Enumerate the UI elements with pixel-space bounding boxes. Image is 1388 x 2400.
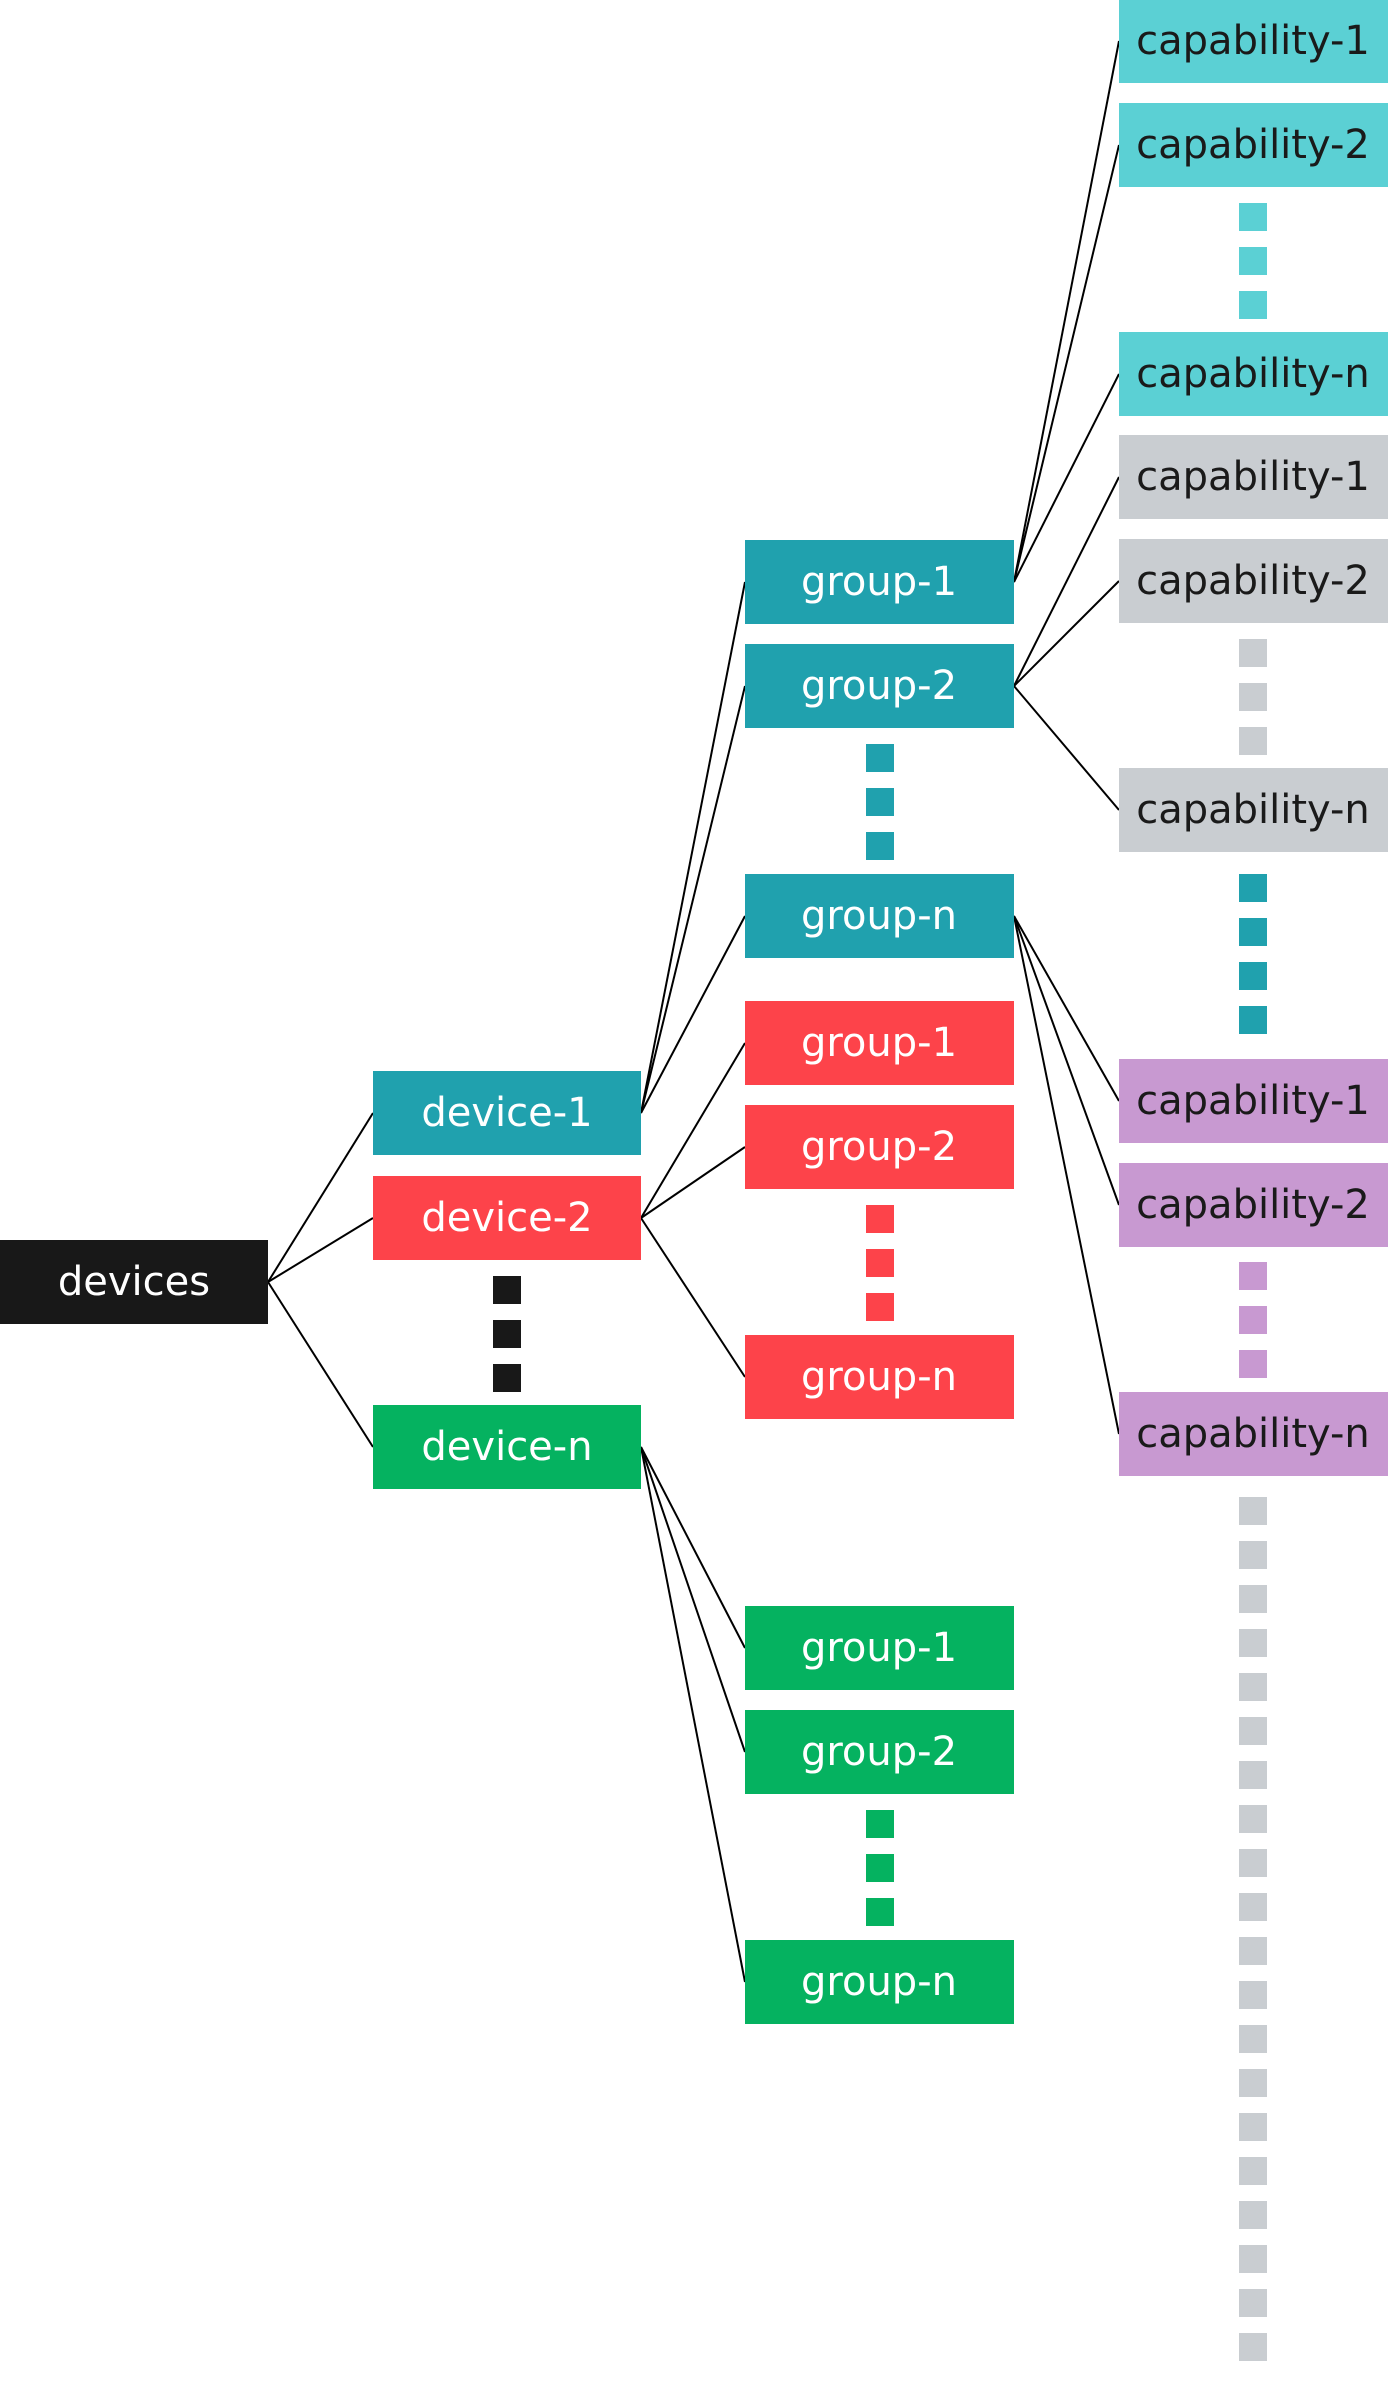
- d2-group-ellipsis: [866, 1205, 894, 1321]
- dn-group-ellipsis: [866, 1810, 894, 1926]
- edge-group-n-capability-2: [1013, 915, 1120, 1206]
- capability-label: capability-2: [1136, 122, 1370, 168]
- ellipsis-dot: [1239, 1805, 1267, 1833]
- capability-label: capability-n: [1136, 1411, 1370, 1457]
- ellipsis-dot: [1239, 2069, 1267, 2097]
- group-label: group-1: [801, 1625, 957, 1671]
- group-label: group-2: [801, 1729, 957, 1775]
- edge-root-device-1: [267, 1112, 374, 1283]
- edge-group-2-capability-n: [1013, 685, 1120, 811]
- capability-label: capability-2: [1136, 558, 1370, 604]
- device-node-1: device-1: [373, 1071, 641, 1155]
- root-label: devices: [58, 1259, 210, 1305]
- ellipsis-dot: [1239, 1541, 1267, 1569]
- ellipsis-dot: [1239, 1585, 1267, 1613]
- d2-group-node-2: group-2: [745, 1105, 1014, 1189]
- edge-group-2-capability-1: [1013, 476, 1120, 687]
- cs2-capability-node-n: capability-n: [1119, 768, 1388, 852]
- d2-group-node-n: group-n: [745, 1335, 1014, 1419]
- dn-group-node-1: group-1: [745, 1606, 1014, 1690]
- capability-label: capability-n: [1136, 351, 1370, 397]
- d1-group-node-2: group-2: [745, 644, 1014, 728]
- cs2-capability-ellipsis: [1239, 639, 1267, 755]
- ellipsis-dot: [1239, 1849, 1267, 1877]
- d1-group-ellipsis: [866, 744, 894, 860]
- capability-label: capability-1: [1136, 454, 1370, 500]
- edge-device-2-group-1: [640, 1042, 746, 1219]
- edge-group-2-capability-2: [1013, 580, 1120, 687]
- device-ellipsis: [493, 1276, 521, 1392]
- ellipsis-dot: [1239, 1673, 1267, 1701]
- d2-group-node-1: group-1: [745, 1001, 1014, 1085]
- device-node-n: device-n: [373, 1405, 641, 1489]
- ellipsis-dot: [1239, 2113, 1267, 2141]
- ellipsis-dot: [1239, 1717, 1267, 1745]
- cs1-capability-node-1: capability-1: [1119, 0, 1388, 83]
- ellipsis-dot: [1239, 2245, 1267, 2273]
- group-label: group-n: [801, 1959, 957, 2005]
- edge-device-2-group-2: [640, 1146, 746, 1219]
- d1-group-node-n: group-n: [745, 874, 1014, 958]
- cs1-capability-node-2: capability-2: [1119, 103, 1388, 187]
- ellipsis-dot: [1239, 1497, 1267, 1525]
- ellipsis-dot: [1239, 2157, 1267, 2185]
- capability-set-ellipsis: [1239, 874, 1267, 1034]
- device-node-2: device-2: [373, 1176, 641, 1260]
- cs2-capability-node-2: capability-2: [1119, 539, 1388, 623]
- capability-label: capability-n: [1136, 787, 1370, 833]
- cs2-capability-node-1: capability-1: [1119, 435, 1388, 519]
- ellipsis-dot: [1239, 1761, 1267, 1789]
- edge-device-n-group-n: [640, 1446, 746, 1983]
- trailing-capability-ellipsis: [1239, 1497, 1267, 2361]
- edge-root-device-2: [267, 1217, 374, 1283]
- edge-group-1-capability-2: [1013, 144, 1120, 583]
- nodes: devices device-1 device-2 device-n group…: [0, 0, 1388, 2024]
- device-label: device-n: [421, 1424, 592, 1470]
- ellipsis-dot: [1239, 1629, 1267, 1657]
- edges: [267, 40, 1120, 1983]
- edge-device-1-group-1: [640, 581, 746, 1114]
- cs3-capability-node-1: capability-1: [1119, 1059, 1388, 1143]
- cs3-capability-node-2: capability-2: [1119, 1163, 1388, 1247]
- group-label: group-n: [801, 893, 957, 939]
- group-label: group-2: [801, 1124, 957, 1170]
- ellipsis-dot: [1239, 2333, 1267, 2361]
- ellipsis-dot: [1239, 2289, 1267, 2317]
- edge-device-n-group-1: [640, 1446, 746, 1649]
- group-label: group-1: [801, 559, 957, 605]
- ellipsis-dot: [1239, 1937, 1267, 1965]
- ellipsis-dot: [1239, 2025, 1267, 2053]
- dn-group-node-n: group-n: [745, 1940, 1014, 2024]
- ellipsis-dot: [1239, 1893, 1267, 1921]
- edge-group-1-capability-1: [1013, 40, 1120, 583]
- edge-root-device-n: [267, 1281, 374, 1448]
- group-label: group-n: [801, 1354, 957, 1400]
- ellipsis-dot: [1239, 1981, 1267, 2009]
- device-label: device-1: [421, 1090, 592, 1136]
- edge-device-1-group-2: [640, 685, 746, 1114]
- group-label: group-1: [801, 1020, 957, 1066]
- cs3-capability-node-n: capability-n: [1119, 1392, 1388, 1476]
- d1-group-node-1: group-1: [745, 540, 1014, 624]
- edge-device-2-group-n: [640, 1217, 746, 1378]
- capability-label: capability-1: [1136, 1078, 1370, 1124]
- root-node: devices: [0, 1240, 268, 1324]
- edge-group-n-capability-n: [1013, 915, 1120, 1435]
- cs1-capability-ellipsis: [1239, 203, 1267, 319]
- capability-label: capability-1: [1136, 18, 1370, 64]
- cs3-capability-ellipsis: [1239, 1262, 1267, 1378]
- edge-group-n-capability-1: [1013, 915, 1120, 1102]
- capability-label: capability-2: [1136, 1182, 1370, 1228]
- device-label: device-2: [421, 1195, 592, 1241]
- group-label: group-2: [801, 663, 957, 709]
- dn-group-node-2: group-2: [745, 1710, 1014, 1794]
- edge-device-n-group-2: [640, 1446, 746, 1753]
- edge-group-1-capability-n: [1013, 373, 1120, 583]
- ellipsis-dot: [1239, 2201, 1267, 2229]
- cs1-capability-node-n: capability-n: [1119, 332, 1388, 416]
- edge-device-1-group-n: [640, 915, 746, 1114]
- ellipsis-markers: [493, 203, 1267, 2361]
